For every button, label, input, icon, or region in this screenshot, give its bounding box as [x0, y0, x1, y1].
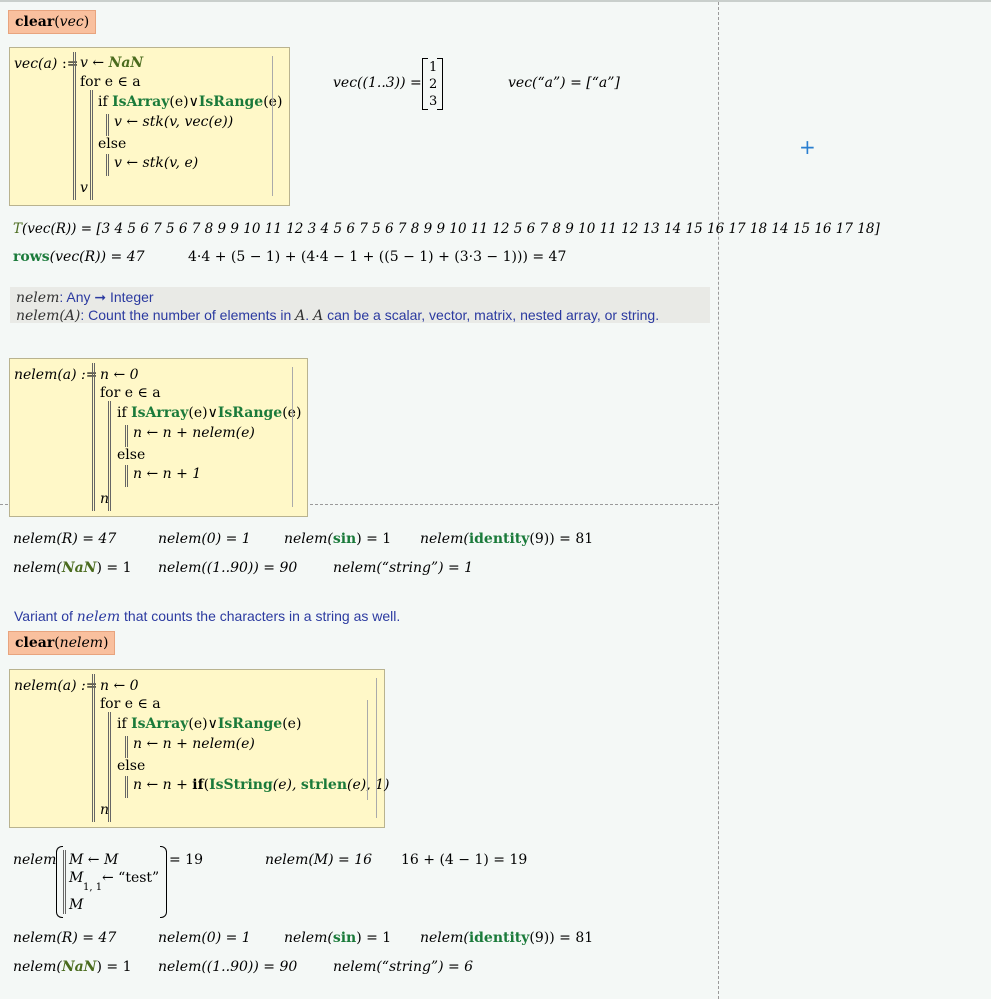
nelem-line1: n ← 0: [100, 678, 139, 694]
region-edge: [367, 700, 368, 800]
nelem-line1: n ← 0: [100, 367, 139, 383]
else-bar: [106, 154, 109, 176]
nelem-return: n: [100, 802, 110, 818]
nelem-signature: nelem: Any ➞ Integer: [16, 289, 154, 306]
nelem-for-line: for e ∈ a: [100, 696, 161, 712]
vec-program-region[interactable]: vec(a) := v ← NaN for e ∈ a if IsArray(e…: [9, 47, 290, 206]
vec-for-line: for e ∈ a: [80, 74, 141, 90]
nelem-def-name: nelem(a) :=: [14, 678, 98, 694]
block-line2-assign[interactable]: ← “test”: [102, 870, 160, 886]
nelem-if-line: if IsArray(e)∨IsRange(e): [117, 716, 302, 732]
nelem-result[interactable]: nelem((1..90)) = 90: [158, 959, 298, 975]
page-boundary-vertical: [718, 2, 719, 999]
rows-eval[interactable]: rows(vec(R)) = 47: [13, 249, 145, 265]
nelem-def-name: nelem(a) :=: [14, 367, 98, 383]
program-bar: [92, 363, 95, 511]
nelem-result[interactable]: nelem(identity(9)) = 81: [420, 930, 594, 946]
nelem-else: else: [117, 447, 146, 463]
vec-return: v: [80, 180, 88, 196]
program-bar: [92, 674, 95, 822]
else-bar: [125, 776, 128, 798]
else-bar: [125, 465, 128, 487]
matrix-value: 3: [429, 94, 438, 109]
matrix-left-bracket: [422, 58, 428, 110]
clear-arg: nelem: [59, 635, 104, 651]
nelem-result[interactable]: nelem(identity(9)) = 81: [420, 531, 594, 547]
page-boundary-horizontal: [0, 504, 718, 505]
block-result[interactable]: = 19: [169, 852, 203, 868]
matrix-right-bracket: [437, 58, 443, 110]
region-edge: [292, 367, 293, 507]
nelem-else: else: [117, 758, 146, 774]
program-bar: [73, 52, 76, 200]
nelem-doc-region[interactable]: nelem: Any ➞ Integer nelem(A): Count the…: [10, 287, 710, 324]
nelem-else-body: n ← n + if(IsString(e), strlen(e), 1): [133, 777, 390, 793]
matrix-value: 1: [429, 60, 438, 75]
for-bar: [90, 90, 93, 200]
block-line2-subscript: 1, 1: [83, 882, 103, 893]
nelem-for-line: for e ∈ a: [100, 385, 161, 401]
nelem-result[interactable]: nelem(sin) = 1: [284, 930, 392, 946]
variant-text[interactable]: Variant of nelem that counts the charact…: [14, 608, 401, 625]
nelem-if-body: n ← n + nelem(e): [133, 425, 255, 441]
nelem-result[interactable]: nelem(0) = 1: [158, 930, 251, 946]
region-edge: [376, 678, 377, 818]
nelem-result[interactable]: nelem((1..90)) = 90: [158, 560, 298, 576]
vec-eval-string[interactable]: vec(“a”) = [“a”]: [508, 75, 620, 91]
nelem-m-result[interactable]: nelem(M) = 16: [265, 852, 373, 868]
nelem-variant-program-region[interactable]: nelem(a) := n ← 0 for e ∈ a if IsArray(e…: [9, 669, 390, 828]
vec-else-body: v ← stk(v, e): [114, 155, 199, 171]
nelem-block-name[interactable]: nelem: [13, 852, 57, 868]
nelem-result[interactable]: nelem(NaN) = 1: [13, 560, 132, 576]
clear-function: clear: [15, 635, 55, 651]
clear-function: clear: [15, 14, 55, 30]
if-bar: [125, 736, 128, 758]
nelem-program-region[interactable]: nelem(a) := n ← 0 for e ∈ a if IsArray(e…: [9, 358, 308, 517]
nelem-result[interactable]: nelem(“string”) = 6: [333, 959, 474, 975]
region-edge: [272, 56, 273, 196]
nelem-return: n: [100, 491, 110, 507]
clear-nelem-region[interactable]: clear(nelem): [8, 631, 116, 655]
nelem-result[interactable]: nelem(R) = 47: [13, 930, 117, 946]
rows-calculation[interactable]: 4·4 + (5 − 1) + (4·4 − 1 + ((5 − 1) + (3…: [188, 249, 567, 265]
vec-if-body: v ← stk(v, vec(e)): [114, 114, 234, 130]
nelem-if-line: if IsArray(e)∨IsRange(e): [117, 405, 302, 421]
crosshair-cursor-icon: +: [799, 135, 816, 159]
vec-eval-range[interactable]: vec((1..3)) =: [333, 75, 422, 91]
block-line3[interactable]: M: [69, 897, 84, 913]
matrix-value: 2: [429, 77, 438, 92]
program-bar: [63, 850, 66, 914]
clear-vec-region[interactable]: clear(vec): [8, 10, 97, 34]
paren-left: [56, 846, 63, 918]
nelem-description: nelem(A): Count the number of elements i…: [16, 307, 660, 324]
if-bar: [125, 425, 128, 447]
block-line1[interactable]: M ← M: [69, 852, 119, 868]
vec-def-name: vec(a): [14, 56, 58, 72]
for-bar: [108, 401, 111, 511]
nelem-result[interactable]: nelem(sin) = 1: [284, 531, 392, 547]
vec-line1: v ← NaN: [80, 55, 144, 71]
nelem-if-body: n ← n + nelem(e): [133, 736, 255, 752]
top-border: [0, 0, 991, 2]
vec-else: else: [98, 136, 127, 152]
nelem-result[interactable]: nelem(0) = 1: [158, 531, 251, 547]
nelem-else-body: n ← n + 1: [133, 466, 202, 482]
nelem-result[interactable]: nelem(NaN) = 1: [13, 959, 132, 975]
for-bar: [108, 712, 111, 822]
check-calc[interactable]: 16 + (4 − 1) = 19: [401, 852, 528, 868]
vec-if-line: if IsArray(e)∨IsRange(e): [98, 94, 283, 110]
if-bar: [106, 114, 109, 136]
nelem-result[interactable]: nelem(R) = 47: [13, 531, 117, 547]
clear-arg: vec: [59, 14, 84, 30]
transpose-eval[interactable]: T(vec(R)) = [3 4 5 6 7 5 6 7 8 9 9 10 11…: [13, 221, 880, 237]
block-line2-var[interactable]: M: [69, 870, 84, 886]
nelem-result[interactable]: nelem(“string”) = 1: [333, 560, 474, 576]
paren-right: [160, 846, 167, 918]
